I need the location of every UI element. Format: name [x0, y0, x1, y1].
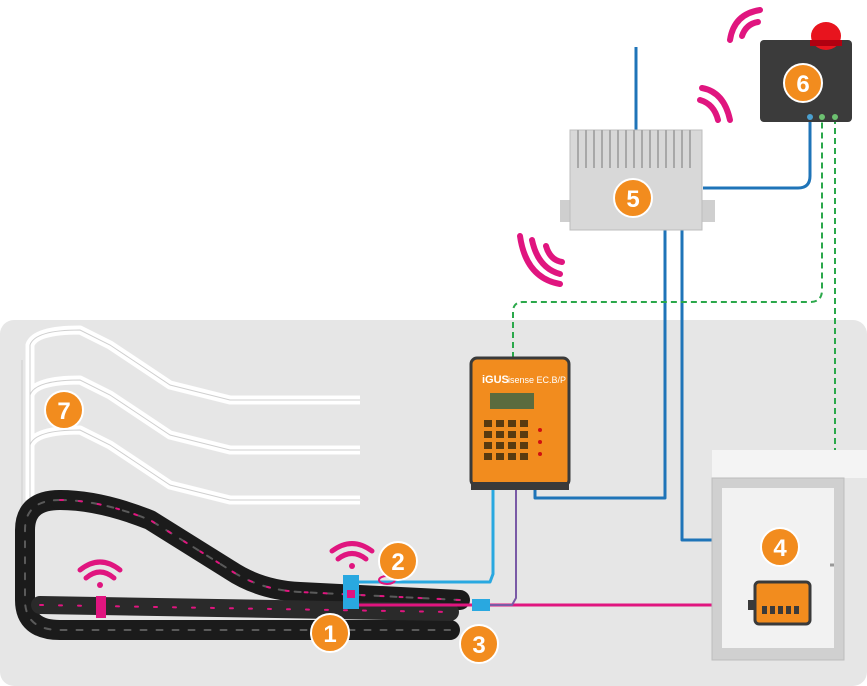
- controller-model: isense EC.B/P: [508, 375, 566, 385]
- ghost-energy-chains-detail: [21, 329, 360, 520]
- sensor-connector-3: [472, 599, 490, 611]
- badge-6-label: 6: [796, 71, 809, 98]
- wifi-icon-transmitter-right: [697, 85, 733, 123]
- wifi-icon: [77, 559, 123, 588]
- sensor-connector-2-mark: [347, 590, 355, 598]
- badge-4-label: 4: [773, 535, 787, 562]
- badge-3: 3: [459, 624, 499, 664]
- wifi-icon-sensor: [329, 541, 375, 569]
- control-cabinet: [711, 450, 867, 661]
- chain-sensor: [96, 596, 106, 618]
- wifi-icon-warning-light: [727, 7, 763, 43]
- background-panel: [0, 320, 867, 686]
- badge-4: 4: [760, 527, 800, 567]
- energy-chain: [15, 490, 470, 640]
- badge-2-label: 2: [391, 549, 404, 576]
- badge-1: 1: [310, 613, 350, 653]
- wifi-icon-transmitter-left: [517, 233, 565, 287]
- badge-3-label: 3: [472, 632, 485, 659]
- badge-7-label: 7: [57, 398, 70, 425]
- controller-brand: iGUS: [482, 374, 509, 386]
- badge-6: 6: [783, 63, 823, 103]
- isense-controller: [469, 356, 571, 490]
- badge-1-label: 1: [323, 621, 336, 648]
- badge-5-label: 5: [626, 186, 639, 213]
- badge-5: 5: [613, 178, 653, 218]
- badge-7: 7: [44, 390, 84, 430]
- cables: [355, 47, 812, 607]
- dashed-wireless-links: [512, 118, 836, 450]
- badge-2: 2: [378, 541, 418, 581]
